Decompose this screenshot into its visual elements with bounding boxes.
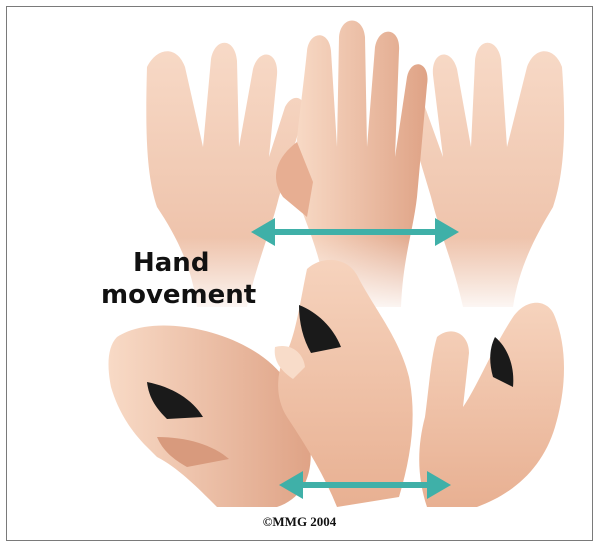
copyright-notice: ©MMG 2004 <box>7 514 592 530</box>
caption-line-1: Hand <box>101 247 256 279</box>
figure-frame: Hand movement ©MMG 2004 <box>6 6 593 541</box>
bottom-right-hand <box>419 303 564 507</box>
hand-illustration <box>7 7 592 540</box>
hand-movement-label: Hand movement <box>101 247 256 311</box>
caption-line-2: movement <box>101 279 256 311</box>
